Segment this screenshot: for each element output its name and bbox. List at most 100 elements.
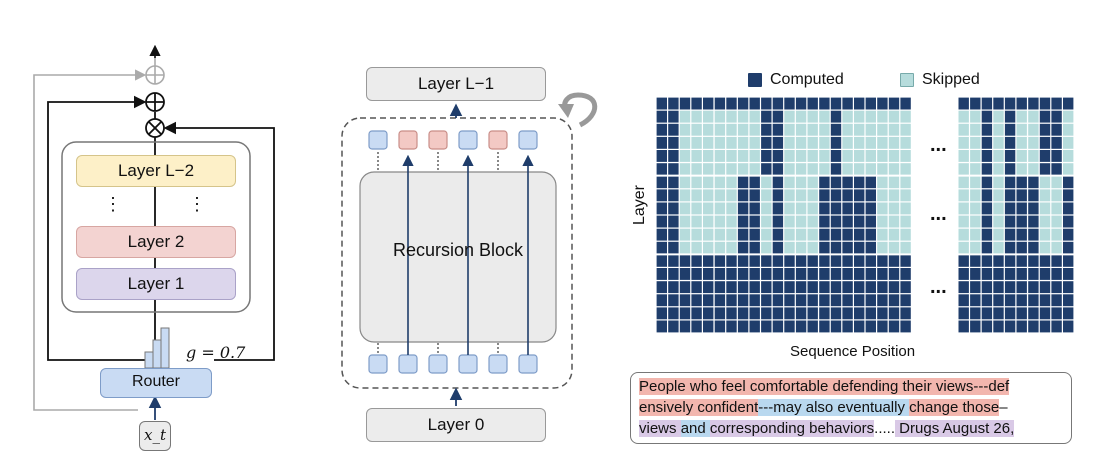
computed-cell: [854, 307, 865, 320]
computed-cell: [749, 268, 760, 280]
computed-cell: [749, 215, 760, 228]
skipped-cell: [900, 228, 911, 241]
skipped-cell: [1016, 163, 1027, 176]
computed-cell: [1039, 150, 1051, 162]
text-token: .....: [874, 420, 896, 437]
computed-cell: [1016, 202, 1027, 215]
skipped-cell: [795, 228, 807, 241]
skipped-cell: [900, 150, 911, 162]
computed-cell: [761, 254, 772, 267]
computed-cell: [668, 241, 679, 254]
computed-cell: [981, 123, 993, 136]
skipped-cell: [1028, 150, 1039, 162]
skipped-cell: [726, 215, 737, 228]
skipped-cell: [703, 241, 714, 254]
text-line-2: ensively confident---may also eventually…: [639, 397, 1063, 418]
top-token: [428, 130, 448, 150]
skipped-cell: [795, 176, 807, 189]
skipped-cell: [726, 228, 737, 241]
computed-cell: [877, 294, 888, 307]
computed-cell: [691, 97, 702, 110]
computed-cell: [703, 268, 714, 280]
computed-cell: [865, 202, 876, 215]
computed-cell: [737, 241, 749, 254]
computed-cell: [993, 307, 1004, 320]
computed-cell: [1028, 281, 1039, 294]
computed-cell: [714, 254, 726, 267]
computed-cell: [656, 268, 667, 280]
grid-background: [656, 97, 1074, 333]
computed-cell: [830, 281, 842, 294]
computed-cell: [981, 202, 993, 215]
computed-cell: [656, 294, 667, 307]
skipped-cell: [726, 202, 737, 215]
skipped-cell: [993, 228, 1004, 241]
computed-cell: [1016, 228, 1027, 241]
computed-cell: [830, 136, 842, 149]
computed-cell: [784, 97, 795, 110]
computed-cell: [668, 136, 679, 149]
text-token: Drugs August 26,: [895, 420, 1015, 437]
computed-cell: [842, 281, 853, 294]
computed-cell: [807, 254, 818, 267]
computed-cell: [900, 268, 911, 280]
computed-cell: [749, 189, 760, 202]
skipped-cell: [865, 163, 876, 176]
skipped-cell: [842, 136, 853, 149]
computed-cell: [877, 268, 888, 280]
bottom-token: [488, 354, 508, 374]
y-axis-label: Layer: [631, 184, 649, 226]
skipped-cell: [679, 136, 691, 149]
layer-l-minus-1-label: Layer L−1: [417, 74, 495, 93]
computed-cell: [656, 163, 667, 176]
computed-cell: [772, 307, 784, 320]
top-token: [368, 130, 388, 150]
computed-cell: [830, 123, 842, 136]
skipped-cell: [842, 110, 853, 123]
computed-cell: [981, 307, 993, 320]
skipped-cell: [1028, 110, 1039, 123]
computed-cell: [1028, 241, 1039, 254]
computed-cell: [772, 97, 784, 110]
skipped-cell: [703, 136, 714, 149]
skipped-cell: [807, 202, 818, 215]
computed-cell: [900, 307, 911, 320]
computed-cell: [842, 189, 853, 202]
skipped-cell: [784, 202, 795, 215]
text-line-3: views and corresponding behaviors..... D…: [639, 418, 1063, 439]
skipped-cell: [691, 215, 702, 228]
computed-cell: [1063, 268, 1074, 280]
computed-cell: [772, 136, 784, 149]
skipped-cell: [784, 215, 795, 228]
computed-cell: [830, 254, 842, 267]
skipped-cell: [900, 189, 911, 202]
skipped-cell: [1063, 136, 1074, 149]
computed-cell: [1004, 320, 1016, 333]
computed-cell: [1063, 254, 1074, 267]
computed-cell: [1004, 150, 1016, 162]
computed-cell: [1016, 254, 1027, 267]
layer-l-minus-2-label: Layer L−2: [117, 161, 195, 180]
computed-cell: [1063, 189, 1074, 202]
computed-cell: [1051, 150, 1062, 162]
computed-cell: [981, 176, 993, 189]
computed-cell: [865, 268, 876, 280]
computed-cell: [1063, 176, 1074, 189]
computed-cell: [958, 320, 969, 333]
computed-cell: [749, 202, 760, 215]
skipped-cell: [807, 163, 818, 176]
skipped-cell: [1051, 241, 1062, 254]
computed-cell: [749, 228, 760, 241]
computed-cell: [819, 97, 830, 110]
computed-cell: [1051, 294, 1062, 307]
skipped-cell: [784, 136, 795, 149]
computed-cell: [981, 268, 993, 280]
computed-cell: [772, 320, 784, 333]
skipped-cell: [888, 110, 900, 123]
skipped-cell: [795, 202, 807, 215]
skipped-cell: [795, 150, 807, 162]
skipped-cell: [795, 136, 807, 149]
computed-cell: [1039, 97, 1051, 110]
skipped-cell: [970, 241, 981, 254]
computed-cell: [830, 150, 842, 162]
